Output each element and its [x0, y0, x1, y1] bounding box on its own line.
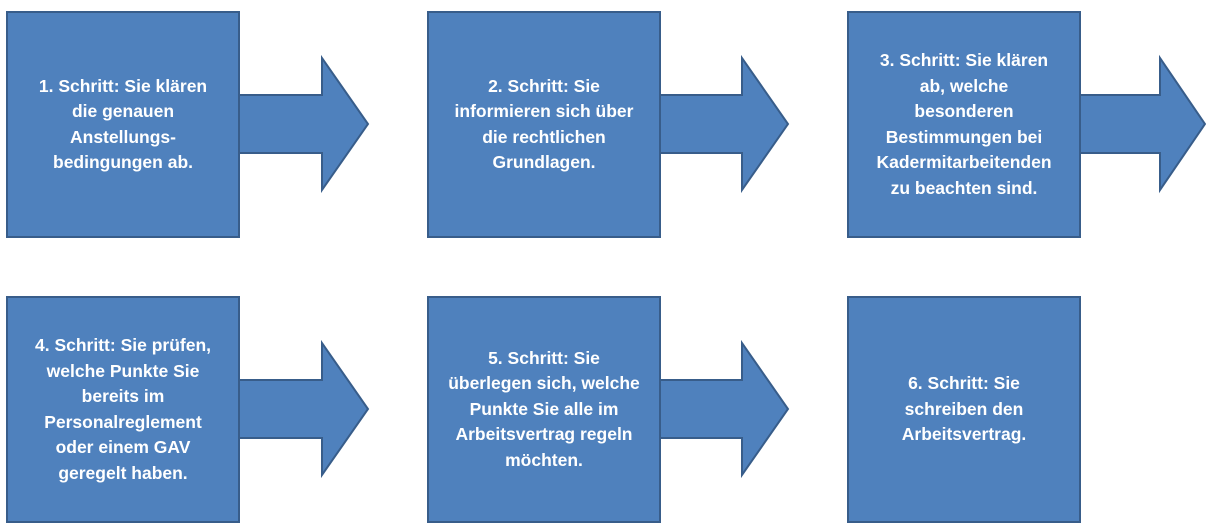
- step-2-box: 2. Schritt: Sie informieren sich über di…: [427, 11, 661, 238]
- arrow-step-4: [238, 339, 370, 479]
- step-5-box: 5. Schritt: Sie überlegen sich, welche P…: [427, 296, 661, 523]
- step-1-text: 1. Schritt: Sie klären die genauen Anste…: [38, 75, 208, 173]
- step-4-box: 4. Schritt: Sie prüfen, welche Punkte Si…: [6, 296, 240, 523]
- step-4-text: 4. Schritt: Sie prüfen, welche Punkte Si…: [35, 335, 211, 483]
- step-3-box: 3. Schritt: Sie klären ab, welche besond…: [847, 11, 1081, 238]
- arrow-step-5: [659, 339, 790, 479]
- arrow-step-2: [659, 54, 790, 194]
- step-1-box: 1. Schritt: Sie klären die genauen Anste…: [6, 11, 240, 238]
- step-6-text: 6. Schritt: Sie schreiben den Arbeitsver…: [901, 373, 1027, 445]
- step-6-box: 6. Schritt: Sie schreiben den Arbeitsver…: [847, 296, 1081, 523]
- arrow-step-3: [1079, 54, 1206, 194]
- step-2-text: 2. Schritt: Sie informieren sich über di…: [454, 75, 634, 173]
- step-5-text: 5. Schritt: Sie überlegen sich, welche P…: [448, 347, 640, 470]
- arrow-step-1: [238, 54, 370, 194]
- step-3-text: 3. Schritt: Sie klären ab, welche besond…: [876, 50, 1052, 198]
